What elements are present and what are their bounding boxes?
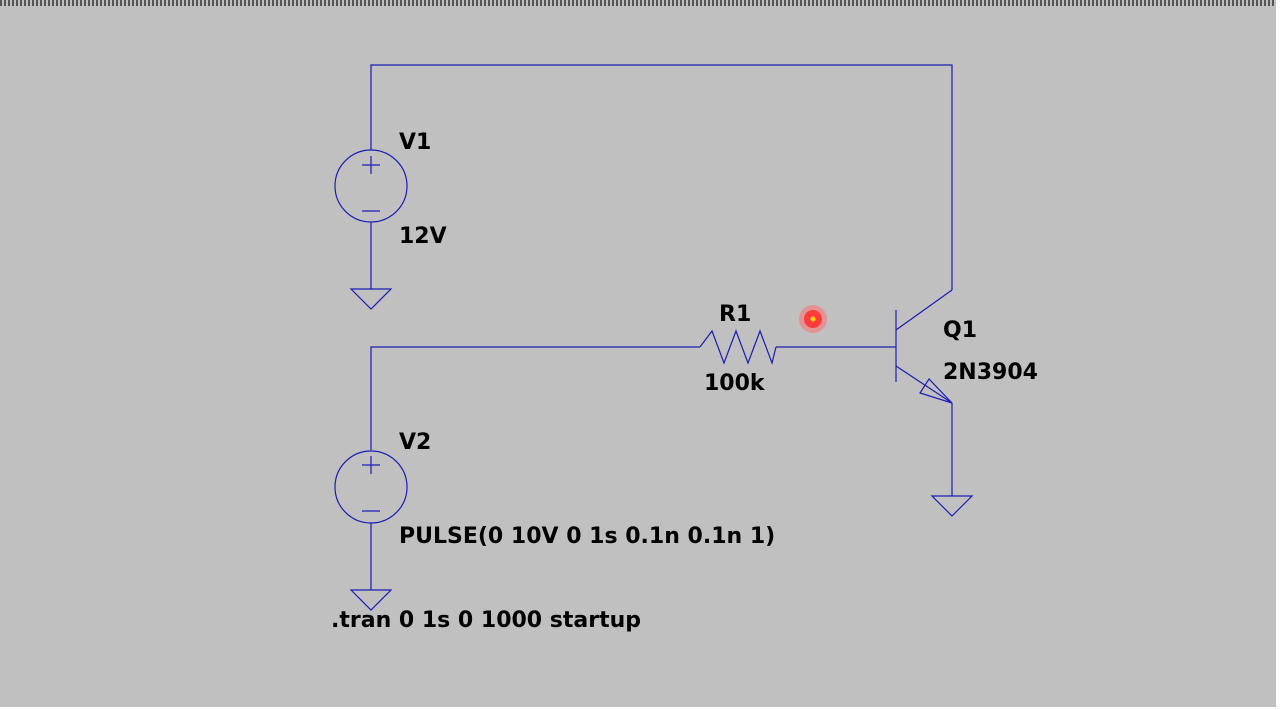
q1-emitter-arrow-icon	[919, 378, 953, 404]
voltage-source-v2[interactable]	[334, 450, 408, 524]
ground-icon-v1[interactable]	[349, 288, 393, 310]
ground-icon-v2[interactable]	[349, 589, 393, 611]
window-right-border	[1276, 0, 1280, 710]
v2-value-label[interactable]: PULSE(0 10V 0 1s 0.1n 0.1n 1)	[399, 524, 775, 549]
r1-value-label[interactable]: 100k	[704, 371, 766, 396]
q1-name-label[interactable]: Q1	[943, 318, 977, 343]
window-bottom-border	[0, 707, 1280, 710]
wire-supply-top[interactable]	[370, 64, 953, 290]
q1-collector-leg	[895, 289, 953, 331]
v1-value-label[interactable]: 12V	[399, 224, 447, 249]
wire-v2-to-r1[interactable]	[370, 346, 700, 450]
mouse-cursor-indicator	[799, 305, 827, 333]
voltage-source-v1[interactable]	[334, 149, 408, 223]
q1-emitter-leg	[895, 365, 953, 404]
resistor-r1[interactable]	[699, 329, 777, 366]
window-top-border	[0, 0, 1280, 6]
v1-name-label[interactable]: V1	[399, 130, 431, 155]
q1-model-label[interactable]: 2N3904	[943, 360, 1038, 385]
v2-name-label[interactable]: V2	[399, 430, 431, 455]
transistor-q1[interactable]	[895, 289, 953, 404]
ground-icon-q1[interactable]	[930, 495, 974, 517]
r1-name-label[interactable]: R1	[719, 302, 751, 327]
spice-directive[interactable]: .tran 0 1s 0 1000 startup	[331, 608, 641, 633]
